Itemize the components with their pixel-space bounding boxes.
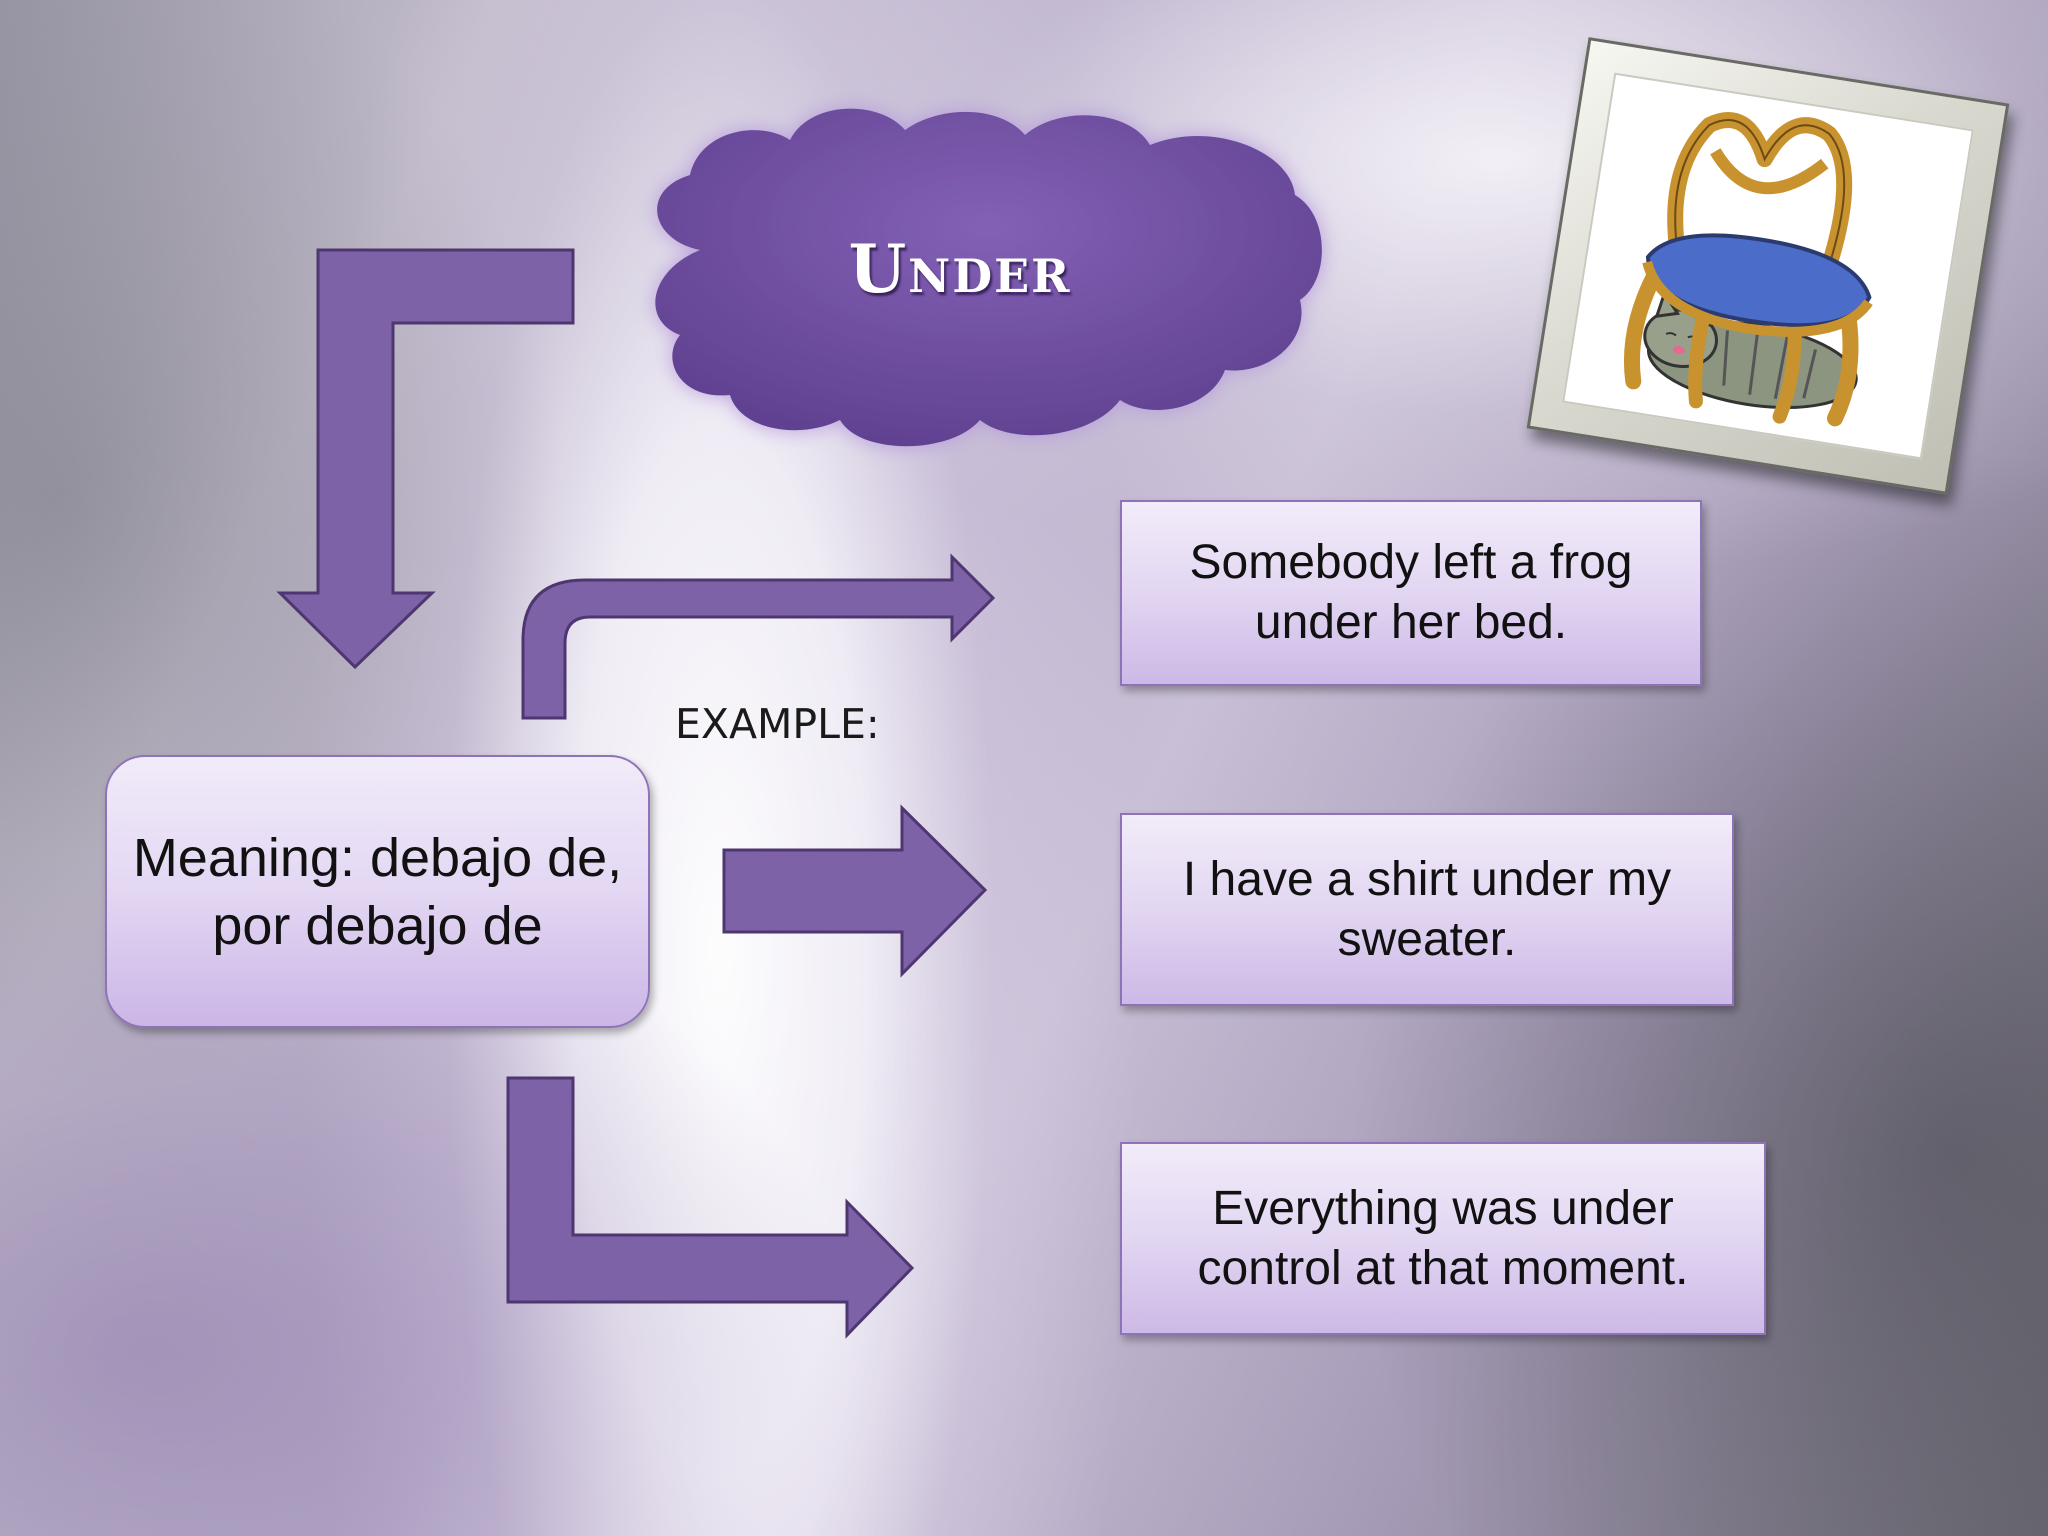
chair-with-cat-under-it-icon [1562, 72, 1974, 460]
title: Under [848, 230, 1072, 308]
example-text-2: I have a shirt under my sweater. [1182, 852, 1672, 966]
arrow-to-example-2 [722, 804, 988, 978]
meaning-text: Meaning: debajo de, por debajo de [132, 827, 623, 956]
picture-frame [1526, 37, 2010, 495]
example-box-1: Somebody left a frog under her bed. [1120, 500, 1702, 686]
arrow-to-example-1 [521, 553, 996, 720]
example-text-1: Somebody left a frog under her bed. [1189, 536, 1633, 649]
arrow-title-to-meaning [276, 248, 575, 670]
example-label: EXAMPLE: [675, 700, 880, 748]
example-box-2: I have a shirt under my sweater. [1120, 813, 1734, 1006]
example-box-3: Everything was under control at that mom… [1120, 1142, 1766, 1335]
meaning-box: Meaning: debajo de, por debajo de [105, 755, 650, 1028]
title-cloud [655, 108, 1322, 447]
arrow-to-example-3 [506, 1076, 915, 1339]
example-text-3: Everything was under control at that mom… [1197, 1181, 1689, 1295]
